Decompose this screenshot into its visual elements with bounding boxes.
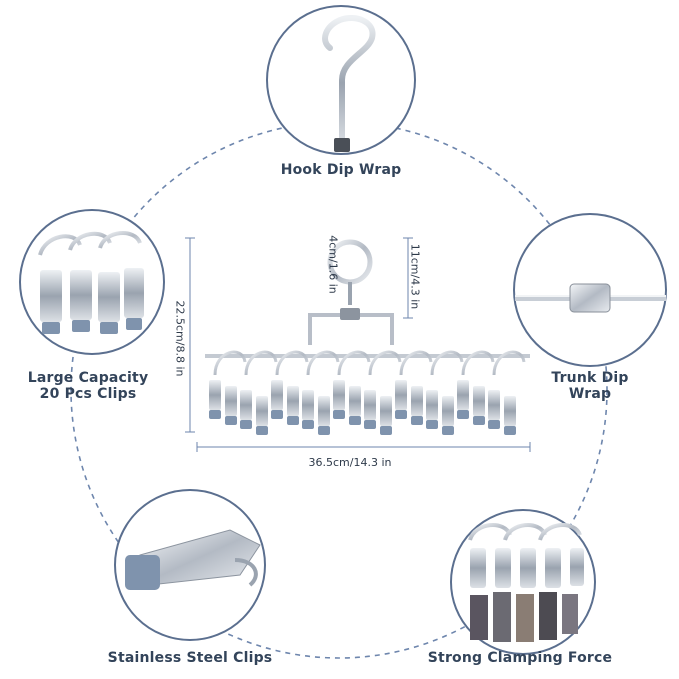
- capacity-label-line2: 20 Pcs Clips: [39, 386, 137, 402]
- hanger-clip: [333, 380, 345, 410]
- hanger-clip: [225, 386, 237, 416]
- hanger-loop: [492, 350, 526, 376]
- hanger-clip-tip: [442, 426, 454, 435]
- hanger-clip: [488, 390, 500, 420]
- hanger-clip: [457, 380, 469, 410]
- hanger-clip: [473, 386, 485, 416]
- trunk-label: Trunk Dip Wrap: [530, 370, 650, 402]
- hook-height-dimension: 11cm/4.3 in: [408, 243, 422, 310]
- clamping-label: Strong Clamping Force: [427, 650, 613, 666]
- total-height-dimension: 22.5cm/8.8 in: [173, 300, 187, 377]
- hanger-clip-tip: [426, 420, 438, 429]
- hanger-clip-tip: [225, 416, 237, 425]
- hanger-clip-tip: [411, 416, 423, 425]
- hanger-clip: [318, 396, 330, 426]
- trunk-label-line1: Trunk Dip: [551, 370, 629, 386]
- hanger-clip: [240, 390, 252, 420]
- hanger-clip-tip: [240, 420, 252, 429]
- hanger-clip: [504, 396, 516, 426]
- width-dimension: 36.5cm/14.3 in: [308, 456, 392, 469]
- hanger-clip: [302, 390, 314, 420]
- capacity-label: Large Capacity 20 Pcs Clips: [14, 370, 162, 402]
- hanger-clip: [380, 396, 392, 426]
- hanger-clip-tip: [380, 426, 392, 435]
- hanger-clip: [442, 396, 454, 426]
- hanger-loop: [461, 350, 495, 376]
- hanger-clip: [395, 380, 407, 410]
- hanger-clip: [287, 386, 299, 416]
- capacity-label-line1: Large Capacity: [27, 370, 149, 386]
- hanger-loop: [213, 350, 247, 376]
- hook-ring-dimension: 4cm/1.6 in: [326, 235, 340, 294]
- hanger-clip-tip: [318, 426, 330, 435]
- hanger-loop: [306, 350, 340, 376]
- hanger-clip: [209, 380, 221, 410]
- trunk-label-line2: Wrap: [568, 386, 612, 402]
- hanger-clip-tip: [271, 410, 283, 419]
- hook-detail-image: [266, 5, 416, 155]
- trunk-detail-image: [513, 213, 667, 367]
- hanger-clip-tip: [473, 416, 485, 425]
- hanger-clip-tip: [504, 426, 516, 435]
- hanger-loop: [337, 350, 371, 376]
- hanger-clip-tip: [302, 420, 314, 429]
- hanger-loop: [430, 350, 464, 376]
- hanger-clip-tip: [287, 416, 299, 425]
- steel-label: Stainless Steel Clips: [107, 650, 273, 666]
- steel-clip-detail-image: [114, 489, 266, 641]
- hanger-loop: [399, 350, 433, 376]
- capacity-detail-image: [19, 209, 165, 355]
- hanger-clip: [426, 390, 438, 420]
- hanger-loop: [275, 350, 309, 376]
- hanger-clip-tip: [457, 410, 469, 419]
- hanger-loop: [368, 350, 402, 376]
- hanger-clip-tip: [209, 410, 221, 419]
- hanger-clip-tip: [333, 410, 345, 419]
- hanger-loop: [244, 350, 278, 376]
- hanger-clip-tip: [349, 416, 361, 425]
- hanger-clip-tip: [488, 420, 500, 429]
- dimension-lines: [185, 237, 531, 452]
- hanger-clip: [256, 396, 268, 426]
- hook-label: Hook Dip Wrap: [280, 162, 402, 178]
- clamping-detail-image: [450, 509, 596, 655]
- central-hanger-image: [205, 239, 530, 376]
- hanger-clip-tip: [395, 410, 407, 419]
- hanger-clip: [411, 386, 423, 416]
- hanger-clip-tip: [364, 420, 376, 429]
- hanger-clip: [271, 380, 283, 410]
- hanger-clip: [364, 390, 376, 420]
- hanger-clip: [349, 386, 361, 416]
- hanger-clip-tip: [256, 426, 268, 435]
